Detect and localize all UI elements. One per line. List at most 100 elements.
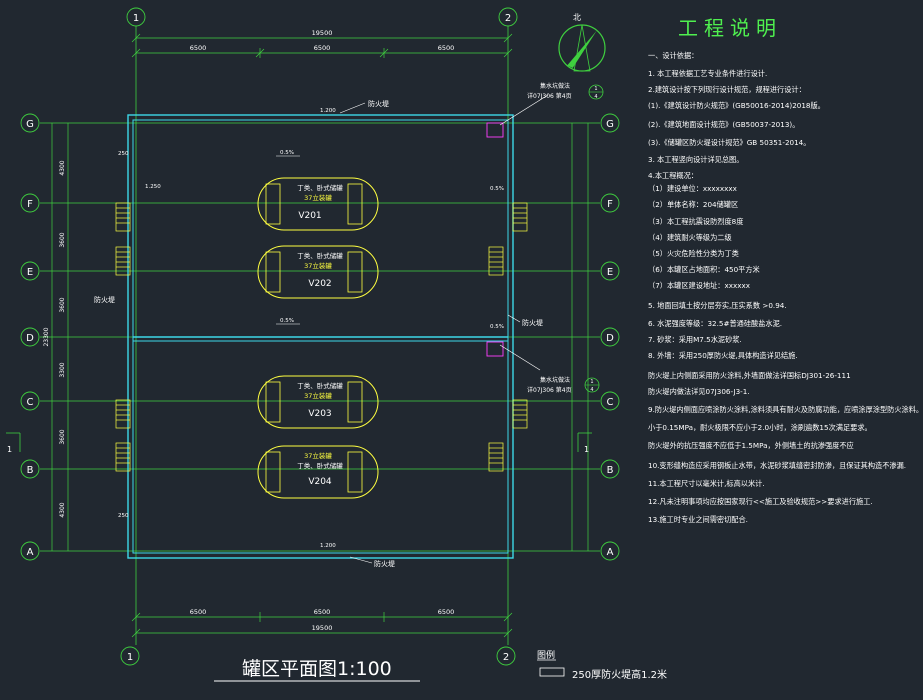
slope-3: 0.5% — [490, 186, 504, 192]
firewall-label-top: 防火堤 — [368, 99, 389, 108]
detail-bubble-bottom: 1 4 — [584, 377, 600, 393]
grid-bubble-col-2-bottom: 2 — [496, 646, 516, 666]
row-label-c: C — [27, 397, 34, 408]
dim-bottom-total: 19500 — [312, 624, 333, 632]
detail-bubble-top: 1 4 — [588, 84, 604, 100]
dim-left-3: 3600 — [59, 297, 66, 312]
firewall-labels: 防火堤 防火堤 防火堤 防火堤 — [94, 99, 543, 568]
row-label-a-right: A — [607, 547, 614, 558]
row-label-a: A — [27, 547, 34, 558]
dim-left-total: 23300 — [43, 327, 50, 346]
grid-lines — [40, 26, 600, 645]
row-label-g-right: G — [606, 119, 614, 130]
tank-v202: 丁类、卧式储罐 37立装罐 V202 — [257, 245, 379, 299]
row-label-g: G — [26, 119, 34, 130]
dim-bottom-seg-3: 6500 — [438, 608, 455, 616]
row-label-b: B — [27, 465, 34, 476]
row-label-c-right: C — [607, 397, 614, 408]
dimension-lines-top — [131, 33, 513, 58]
tank-v204-id: V204 — [308, 477, 332, 487]
dimension-lines-right — [571, 123, 589, 551]
note-line: (3).《储罐区防火堤设计规范》GB 50351-2014。 — [648, 138, 811, 147]
drain-top-ref: 详07J306 第4页 — [527, 92, 572, 100]
note-line: 10.变形缝构造应采用钢板止水带，水泥砂浆填缝密封防渗，且保证其构造不渗漏. — [648, 461, 907, 470]
row-label-d-right: D — [606, 333, 614, 344]
note-line: 8. 外墙：采用250厚防火堤,具体构造详见结施. — [648, 351, 798, 360]
dim-left-6: 4300 — [59, 502, 66, 517]
note-line: 防火堤上内侧面采用防火涂料,外墙面做法详国标DJ301-26-111 — [648, 371, 851, 380]
legend — [537, 659, 565, 677]
tank-v202-id: V202 — [308, 279, 331, 289]
stairs-right — [488, 202, 528, 472]
leader-lines — [339, 94, 549, 564]
note-line: 防火堤内做法详见07J306-J3-1. — [648, 387, 750, 396]
note-line: 13.施工时专业之间需密切配合. — [648, 515, 748, 524]
detail-bubble-top-num: 1 — [594, 86, 597, 92]
slope-arrows — [276, 155, 300, 325]
row-labels-left: G F E D C B A — [26, 119, 34, 558]
drain-top-label: 集水坑做法 — [540, 82, 570, 90]
grid-bubble-col-1-bottom: 1 — [120, 646, 140, 666]
note-line: （1）建设单位：xxxxxxxx — [648, 184, 737, 193]
tank-v202-volume: 37立装罐 — [304, 261, 332, 270]
tank-v204: 37立装罐 丁类、卧式储罐 V204 — [257, 445, 379, 499]
grid-bubble-col-2-top: 2 — [498, 7, 518, 27]
row-label-f-right: F — [607, 199, 613, 210]
row-labels-right: G F E D C B A — [606, 119, 614, 558]
section-label-left: 1 — [7, 445, 12, 454]
stairs-left — [115, 202, 131, 472]
note-line: （3）本工程抗震设防烈度8度 — [648, 217, 744, 226]
drain-sumps — [486, 122, 504, 357]
dimension-text-top: 19500 6500 6500 6500 — [190, 29, 455, 52]
firewall-outline — [127, 114, 514, 559]
small-dim-250-top: 250 — [118, 151, 129, 157]
small-dim-bottom: 1.200 — [320, 543, 336, 549]
dim-top-total: 19500 — [312, 29, 333, 37]
row-label-e-right: E — [607, 267, 613, 278]
note-line: 6. 水泥强度等级：32.5#普通硅酸盐水泥. — [648, 319, 783, 328]
dimension-lines-left — [51, 123, 69, 551]
note-line: 4.本工程概况： — [648, 171, 698, 180]
slope-4: 0.5% — [490, 324, 504, 330]
tank-v201-volume: 37立装罐 — [304, 193, 332, 202]
note-line: 2.建筑设计按下列现行设计规范，规程进行设计： — [648, 85, 806, 94]
row-label-f: F — [27, 199, 33, 210]
tank-v203-type: 丁类、卧式储罐 — [297, 381, 343, 390]
firewall-label-left: 防火堤 — [94, 295, 115, 304]
row-label-e: E — [27, 267, 33, 278]
section-marks — [6, 432, 592, 452]
drain-bottom-ref: 详07J306 第4页 — [527, 386, 572, 394]
grid-col-2-bottom-label: 2 — [503, 652, 509, 663]
slope-2: 0.5% — [280, 318, 294, 324]
row-bubbles-left — [20, 113, 40, 561]
firewall-label-bottom: 防火堤 — [374, 559, 395, 568]
small-dim-left: 1.250 — [145, 184, 161, 190]
tank-v204-volume: 37立装罐 — [304, 451, 332, 460]
tank-v204-type: 丁类、卧式储罐 — [297, 461, 343, 470]
note-line: (1).《建筑设计防火规范》(GB50016-2014)2018版。 — [648, 101, 825, 110]
notes-title: 工程说明 — [678, 16, 782, 40]
note-line: 7. 砂浆：采用M7.5水泥砂浆. — [648, 335, 742, 344]
tank-v203-volume: 37立装罐 — [304, 391, 332, 400]
note-line: （5）火灾危险性分类为丁类 — [648, 249, 739, 258]
note-line: 12.凡未注明事项均应按国家现行<<施工及验收规范>>要求进行施工. — [648, 497, 873, 506]
slope-labels: 0.5% 0.5% 0.5% 0.5% — [280, 150, 504, 330]
note-line: 11.本工程尺寸以毫米计,标高以米计. — [648, 479, 765, 488]
note-line: 1. 本工程依据工艺专业条件进行设计. — [648, 69, 768, 78]
drain-annotations: 集水坑做法 详07J306 第4页 集水坑做法 详07J306 第4页 — [527, 82, 572, 394]
row-label-b-right: B — [607, 465, 614, 476]
grid-col-1-label: 1 — [133, 13, 139, 24]
dim-top-seg-3: 6500 — [438, 44, 455, 52]
note-line: （2）单体名称：204储罐区 — [648, 200, 739, 209]
dim-top-seg-1: 6500 — [190, 44, 207, 52]
dim-left-5: 3600 — [59, 429, 66, 444]
note-line: (2).《建筑地面设计规范》(GB50037-2013)。 — [648, 120, 800, 129]
row-bubbles-right — [600, 113, 620, 561]
dim-left-1: 4300 — [59, 160, 66, 175]
grid-col-2-label: 2 — [505, 13, 511, 24]
note-line: 9.防火堤内侧面应喷涂防火涂料,涂料须具有耐火及防腐功能，应喷涂厚涂型防火涂料。 — [648, 405, 923, 414]
detail-bubble-bottom-num: 1 — [590, 379, 593, 385]
detail-bubble-top-sub: 4 — [594, 94, 597, 100]
dimension-lines-bottom — [131, 612, 513, 638]
firewall-label-right: 防火堤 — [522, 318, 543, 327]
